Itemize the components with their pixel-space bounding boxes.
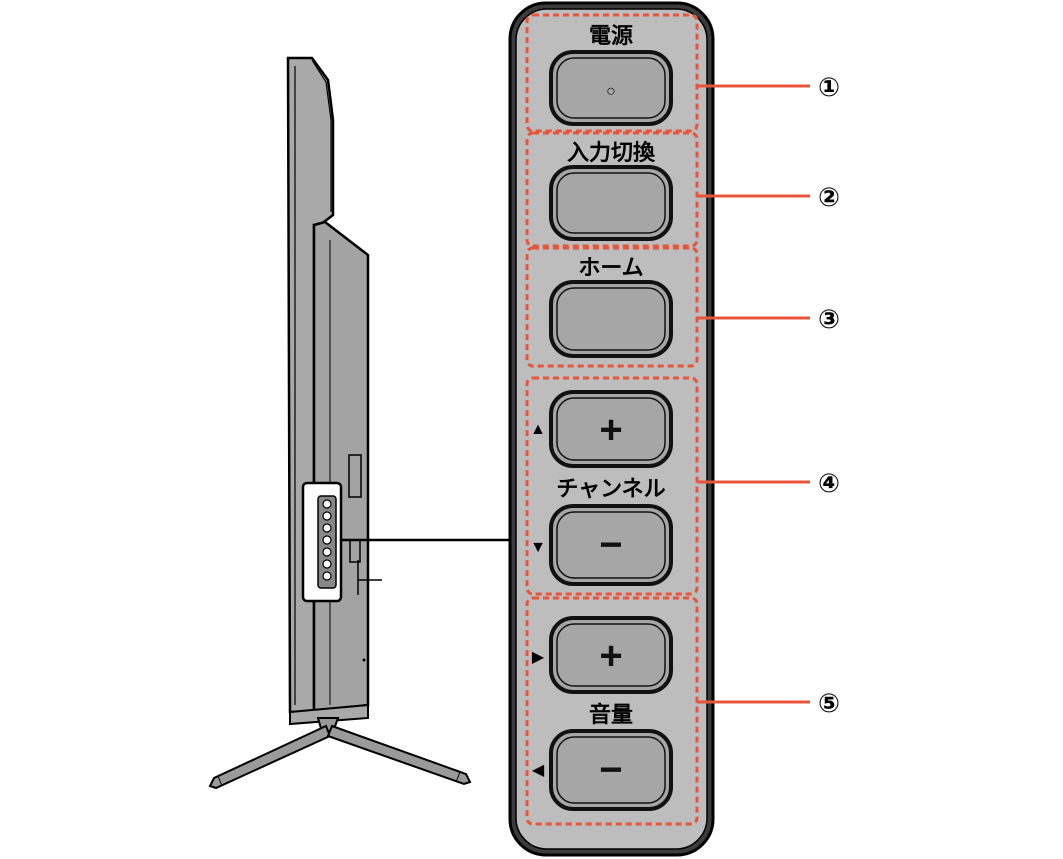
callouts: ① ② ③ ④ ⑤ <box>697 72 840 718</box>
input-button[interactable] <box>549 165 673 241</box>
tv-side-mini-button <box>322 535 332 545</box>
rear-dot <box>362 658 366 662</box>
home-button[interactable] <box>549 280 673 358</box>
label-input: 入力切換 <box>567 140 656 165</box>
label-volume: 音量 <box>589 702 633 727</box>
tv-side-mini-button <box>322 559 332 569</box>
tv-side-mini-button <box>322 511 332 521</box>
power-icon: ○ <box>606 83 616 100</box>
up-arrow-icon: ▲ <box>530 421 546 438</box>
tv-base <box>289 703 369 726</box>
stand-leg-left <box>208 724 332 790</box>
channel-up-button[interactable]: + <box>549 390 673 468</box>
tv-side-mini-button <box>322 547 332 557</box>
power-button[interactable]: ○ <box>549 50 673 126</box>
minus-icon: − <box>599 748 622 792</box>
highlight-box-home <box>525 246 699 368</box>
callout-number-3: ③ <box>818 304 840 334</box>
left-arrow-icon: ◀ <box>532 762 545 779</box>
channel-down-button[interactable]: − <box>549 504 673 586</box>
plus-icon: + <box>599 408 622 452</box>
label-power: 電源 <box>589 23 633 48</box>
tv-side-mini-button <box>322 523 332 533</box>
leg-cap-right <box>455 771 461 783</box>
volume-up-button[interactable]: + <box>549 616 673 694</box>
callout-number-2: ② <box>818 182 840 212</box>
tv-side-view <box>208 56 528 790</box>
tv-rear-body <box>312 220 370 714</box>
plus-icon: + <box>599 634 622 678</box>
control-panel-enlarged: 電源 入力切換 ホーム チャンネル 音量 ○ + − <box>508 1 715 857</box>
tv-side-mini-buttons <box>322 499 332 581</box>
tv-side-mini-button <box>322 571 332 581</box>
right-arrow-icon: ▶ <box>532 649 545 666</box>
callout-number-4: ④ <box>818 468 840 498</box>
label-home: ホーム <box>578 255 643 280</box>
volume-down-button[interactable]: − <box>549 729 673 811</box>
down-arrow-icon: ▼ <box>530 539 546 556</box>
minus-icon: − <box>599 523 622 567</box>
stand-leg-right <box>326 724 472 786</box>
leg-cap-left <box>217 775 223 787</box>
rear-port <box>348 454 362 498</box>
callout-number-1: ① <box>818 72 840 102</box>
callout-number-5: ⑤ <box>818 688 840 718</box>
highlight-box-volume <box>525 596 699 826</box>
bezel-curve <box>311 59 332 212</box>
label-channel: チャンネル <box>556 476 665 501</box>
tv-side-mini-button <box>322 499 332 509</box>
highlight-box-input <box>525 131 699 248</box>
